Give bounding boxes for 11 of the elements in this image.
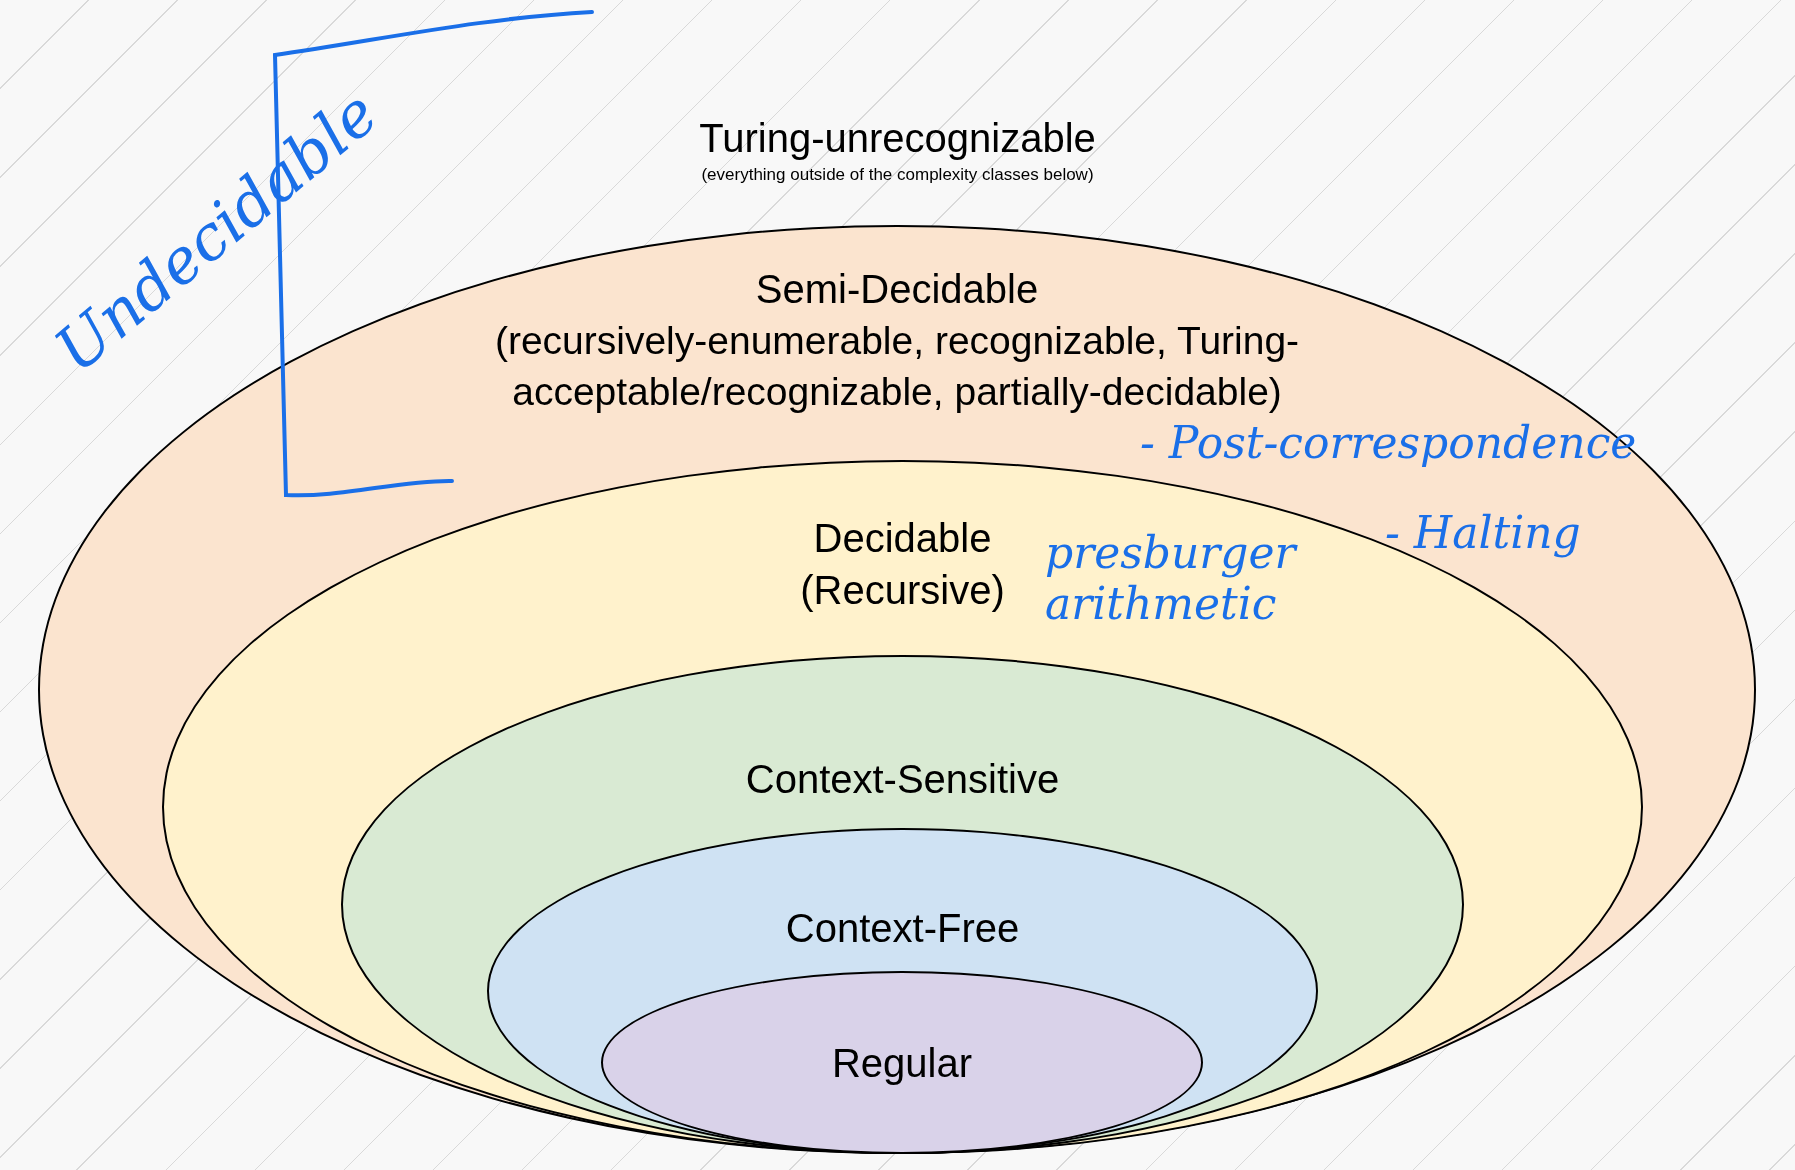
set-title: Semi-Decidable — [755, 266, 1039, 313]
set-title: Decidable — [813, 515, 992, 562]
handwritten-note: presburger arithmetic — [1045, 528, 1299, 630]
set-title: Context-Sensitive — [745, 756, 1060, 803]
set-title: Context-Free — [785, 905, 1020, 952]
handwritten-note: - Halting — [1385, 506, 1582, 560]
set-title: (Recursive) — [800, 567, 1005, 614]
set-description: (recursively-enumerable, recognizable, Turing-acceptable/recognizable, partially-decidable) — [493, 318, 1301, 416]
set-title: Regular — [831, 1040, 973, 1087]
set-title: Turing-unrecognizable — [699, 115, 1096, 162]
set-description: (everything outside of the complexity classes below) — [701, 164, 1094, 186]
